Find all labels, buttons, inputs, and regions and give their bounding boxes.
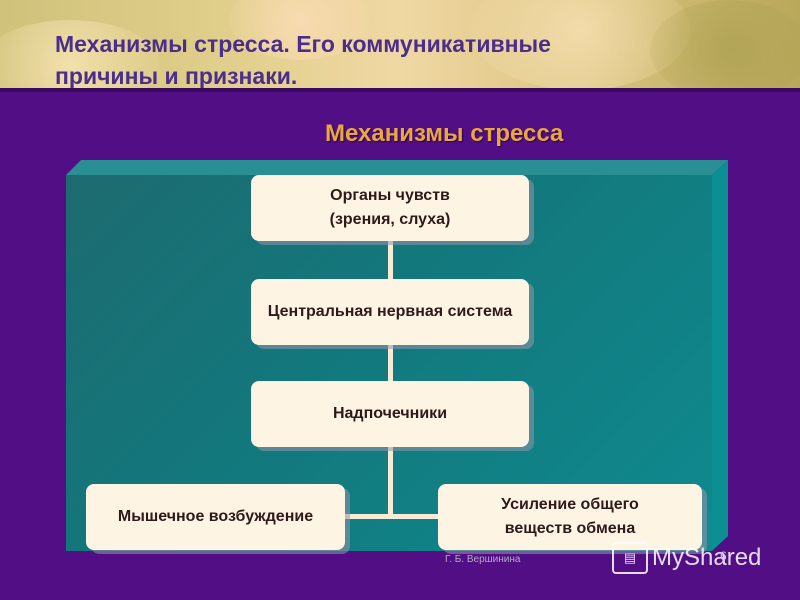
node-senses-label: Органы чувств (зрения, слуха) xyxy=(329,187,451,228)
slide-title-line-1: Механизмы стресса. Его коммуникативные xyxy=(55,31,551,57)
header-banner: Механизмы стресса. Его коммуникативные п… xyxy=(0,0,800,90)
author-credit: Г. Б. Вершинина xyxy=(445,554,521,565)
node-muscle: Мышечное возбуждение xyxy=(86,484,345,550)
node-adrenal: Надпочечники xyxy=(251,381,529,447)
node-adrenal-label: Надпочечники xyxy=(332,405,448,422)
panel-top-face xyxy=(66,160,728,175)
slide-title-line-2: причины и признаки. xyxy=(55,63,298,89)
connector-senses-cns xyxy=(388,240,393,280)
header-divider xyxy=(0,88,800,92)
watermark-logo: ▤ MyShared xyxy=(612,540,761,576)
node-metabolism: Усиление общего веществ обмена xyxy=(438,484,702,550)
node-senses: Органы чувств (зрения, слуха) xyxy=(251,175,529,241)
page-number: 6 xyxy=(720,549,727,563)
watermark-text: MyShared xyxy=(652,544,762,571)
panel-side-face xyxy=(712,160,728,551)
node-cns-label: Центральная нервная система xyxy=(267,303,513,320)
node-cns: Центральная нервная система xyxy=(251,279,529,345)
connector-cns-adrenal xyxy=(388,343,393,383)
slide-title: Механизмы стресса. Его коммуникативные п… xyxy=(55,28,755,90)
presentation-icon: ▤ xyxy=(612,542,648,574)
diagram-title: Механизмы стресса xyxy=(325,120,564,147)
node-muscle-label: Мышечное возбуждение xyxy=(117,508,314,525)
connector-horizontal xyxy=(345,514,440,519)
connector-adrenal-down xyxy=(388,445,393,517)
node-metabolism-label: Усиление общего веществ обмена xyxy=(501,496,639,537)
